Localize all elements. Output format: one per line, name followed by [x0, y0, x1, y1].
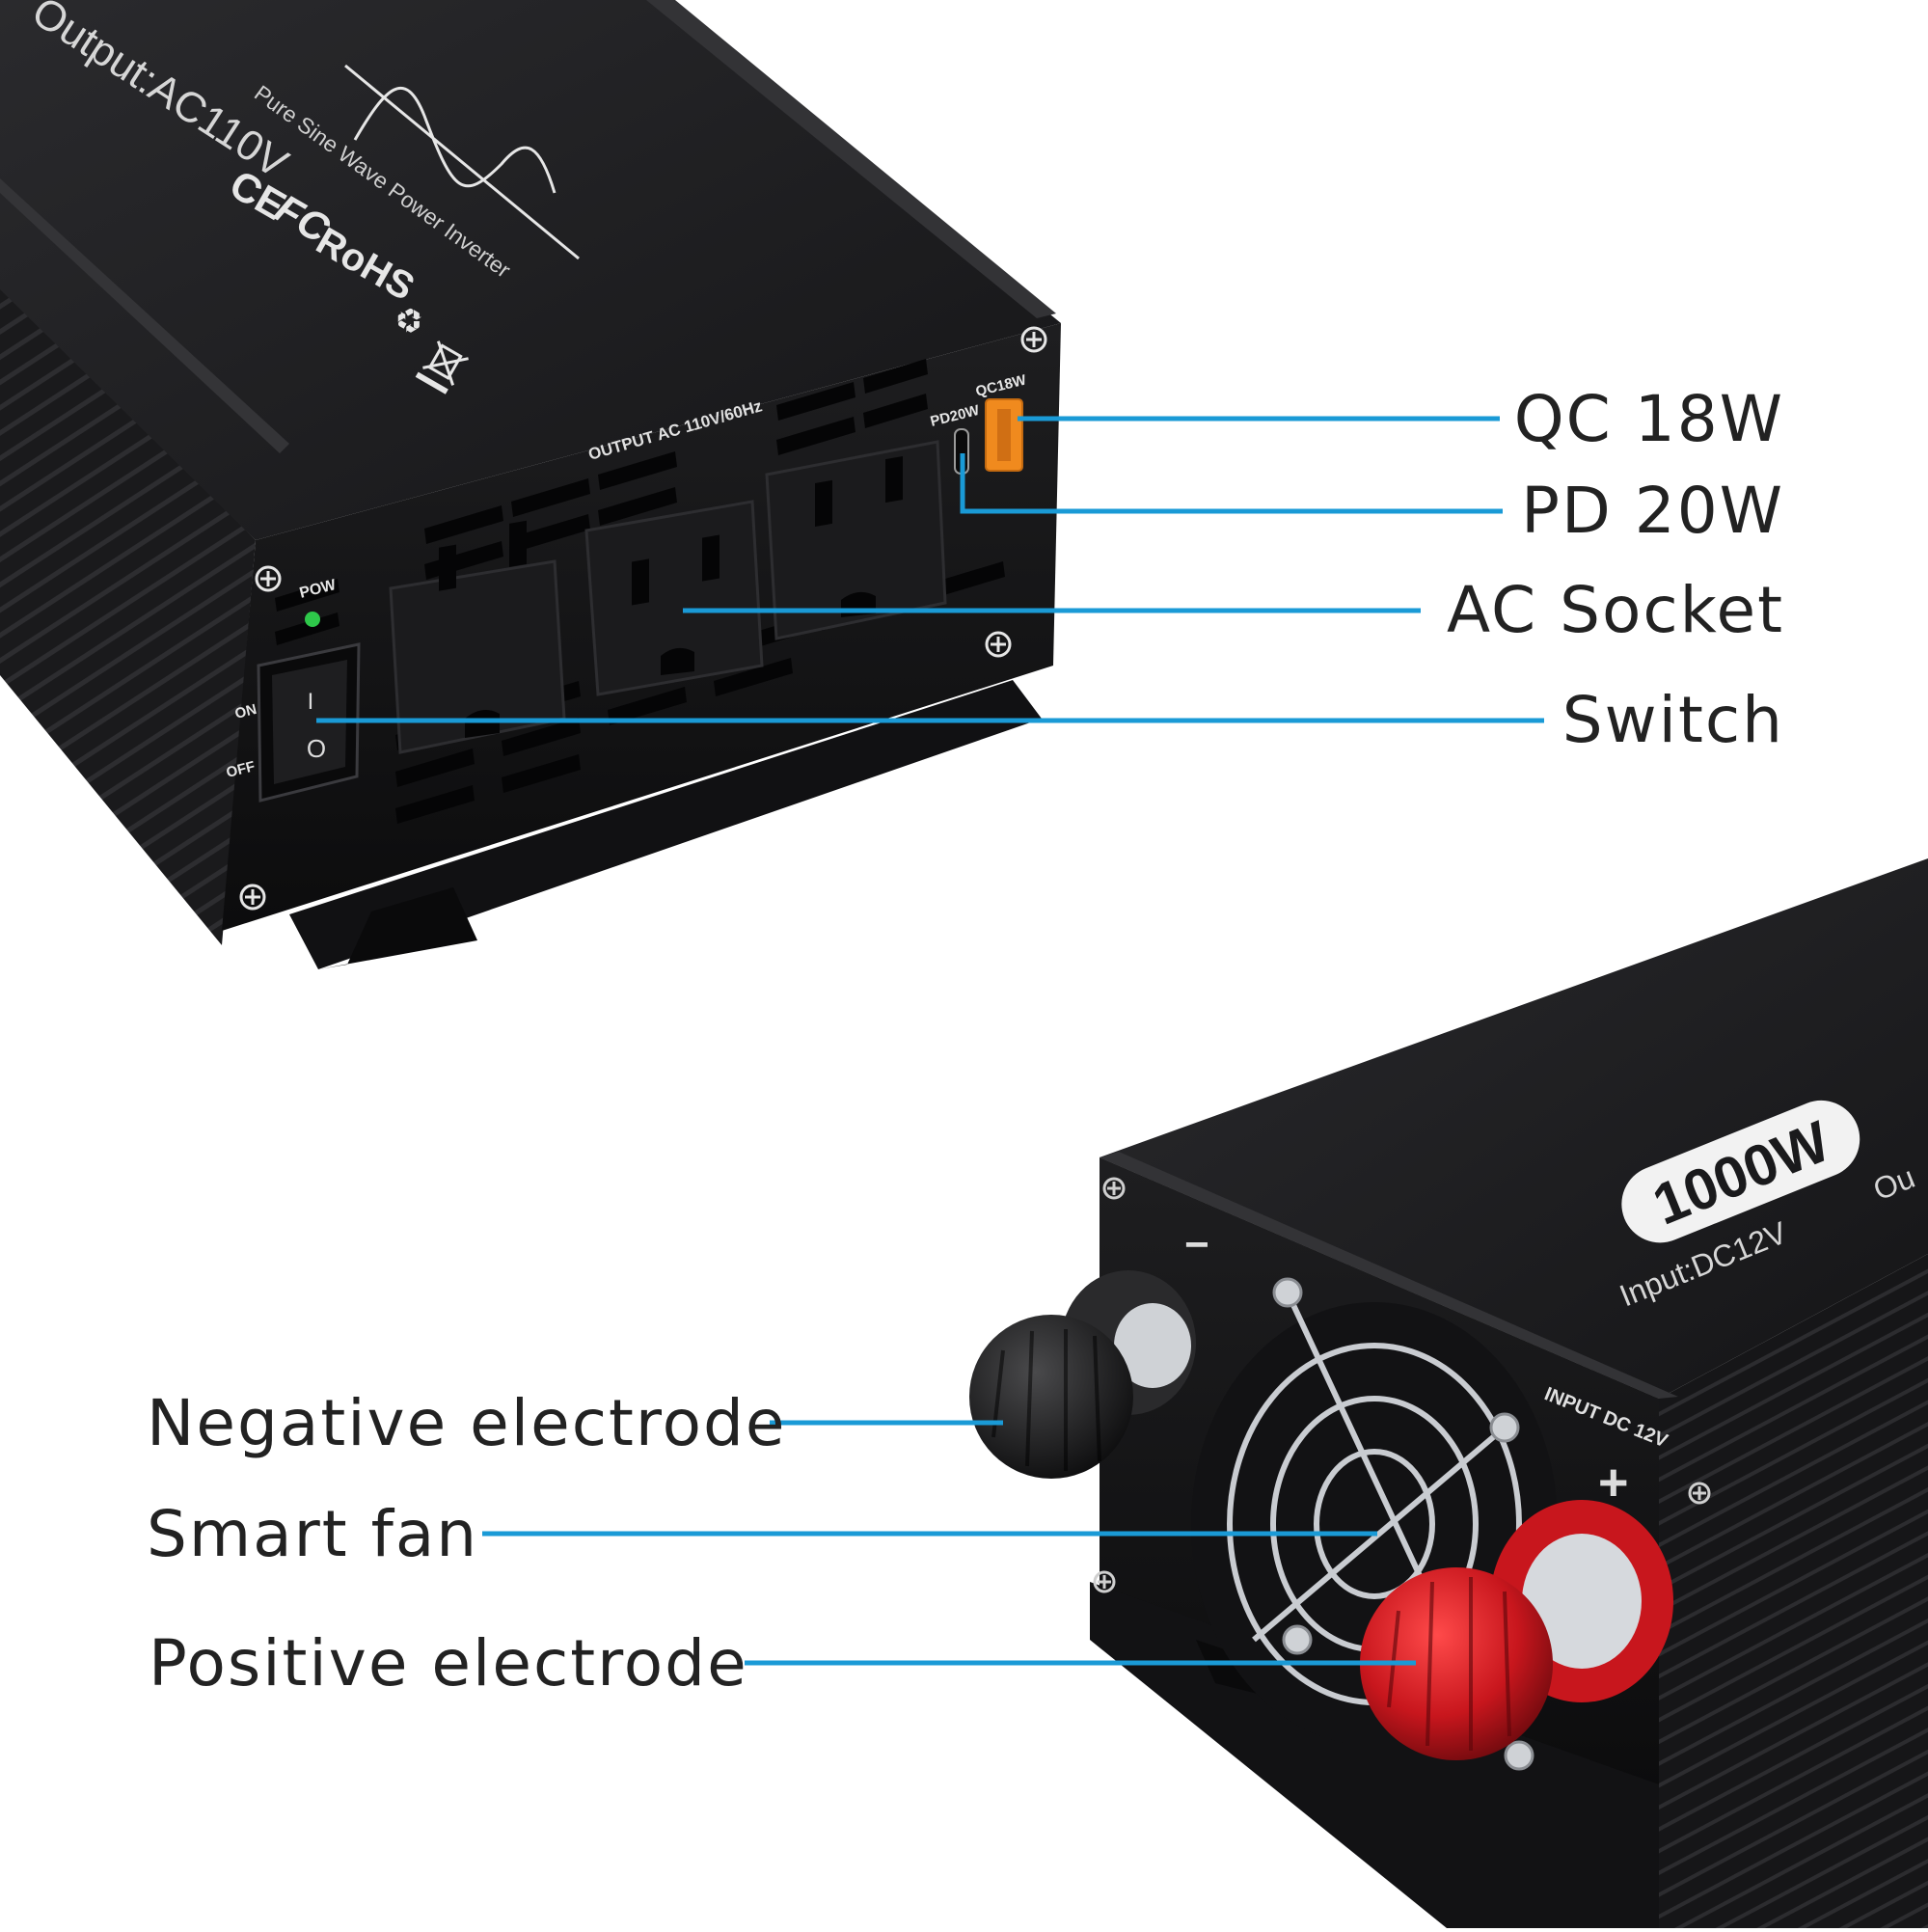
- callout-smart-fan: Smart fan: [147, 1497, 479, 1571]
- ac-socket-2[interactable]: [584, 500, 764, 696]
- screw-icon: [239, 326, 1047, 911]
- ac-socket-1[interactable]: [389, 520, 566, 754]
- positive-terminal[interactable]: [1360, 1500, 1673, 1760]
- ac-socket-3[interactable]: [765, 440, 947, 640]
- screw-icon: [1093, 1177, 1711, 1593]
- switch-on-mark: I: [308, 689, 314, 715]
- bottom-inverter-unit: 1000W Input:DC12V Ou INPUT DC 12V −: [969, 858, 1928, 1928]
- on-label: ON: [233, 701, 258, 722]
- plus-mark: +: [1598, 1454, 1629, 1511]
- callout-ac-socket: AC Socket: [1447, 573, 1784, 647]
- weee-bin-icon: [415, 340, 469, 395]
- mounting-foot: [289, 680, 1042, 969]
- sine-wave-icon: [344, 64, 580, 260]
- switch-off-mark: O: [307, 734, 326, 763]
- callout-leaders: [316, 416, 1544, 1666]
- callout-positive-electrode: Positive electrode: [149, 1626, 748, 1701]
- side-heatsink: [1659, 1254, 1928, 1928]
- minus-mark: −: [1184, 1221, 1209, 1268]
- power-led: [305, 612, 320, 627]
- top-face: [0, 0, 1061, 540]
- callout-switch: Switch: [1561, 683, 1784, 757]
- leader-pd: [960, 453, 1503, 514]
- callout-pd-20w: PD 20W: [1521, 474, 1784, 548]
- rocker-switch[interactable]: I O: [257, 642, 361, 803]
- top-face: [1100, 858, 1928, 1399]
- callout-qc-18w: QC 18W: [1513, 382, 1784, 456]
- off-label: OFF: [225, 758, 257, 781]
- callout-negative-electrode: Negative electrode: [147, 1386, 787, 1460]
- side-heatsink: [0, 280, 256, 945]
- top-inverter-unit: Output:AC110V Pure Sine Wave Power Inver…: [0, 0, 1061, 969]
- terminal-knob-icon[interactable]: [969, 1315, 1133, 1479]
- negative-terminal[interactable]: [969, 1270, 1196, 1479]
